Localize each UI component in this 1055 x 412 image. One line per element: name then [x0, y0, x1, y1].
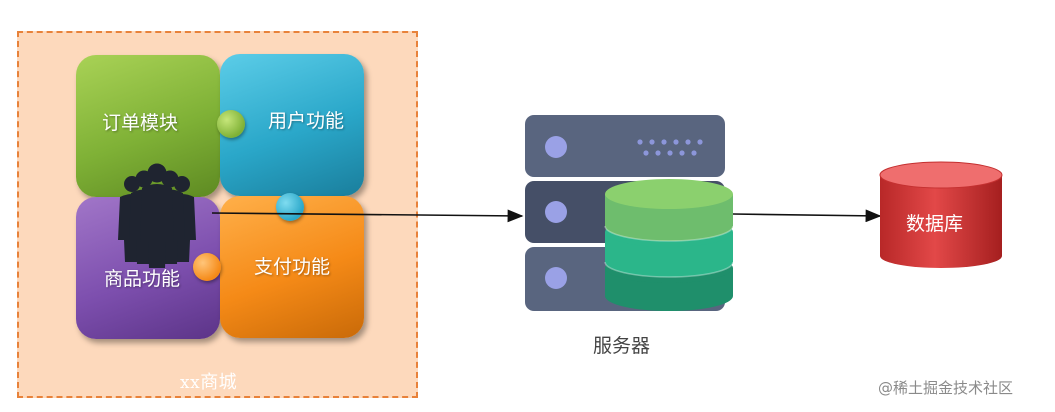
server-label: 服务器	[593, 335, 651, 357]
puzzle-connector-blue	[276, 193, 304, 221]
puzzle-connector-orange	[193, 253, 221, 281]
mall-label-prefix: xx	[180, 373, 201, 393]
puzzle-connector-green	[217, 110, 245, 138]
arrow-mall-to-server	[211, 209, 524, 223]
user-module-label: 用户功能	[267, 109, 344, 132]
user-module-tile: 用户功能	[220, 54, 364, 196]
goods-module-label: 商品功能	[103, 267, 180, 290]
arrow-server-to-database	[732, 209, 882, 223]
database-stack-icon	[604, 179, 734, 311]
watermark: @稀土掘金技术社区	[878, 379, 1014, 397]
database-cylinder-icon	[879, 161, 1003, 268]
mall-label: xx商城	[180, 368, 237, 394]
database-label: 数据库	[906, 213, 964, 235]
users-group-icon	[118, 163, 196, 268]
order-module-label: 订单模块	[101, 111, 178, 134]
mall-label-suffix: 商城	[200, 372, 238, 393]
pay-module-label: 支付功能	[253, 255, 330, 278]
